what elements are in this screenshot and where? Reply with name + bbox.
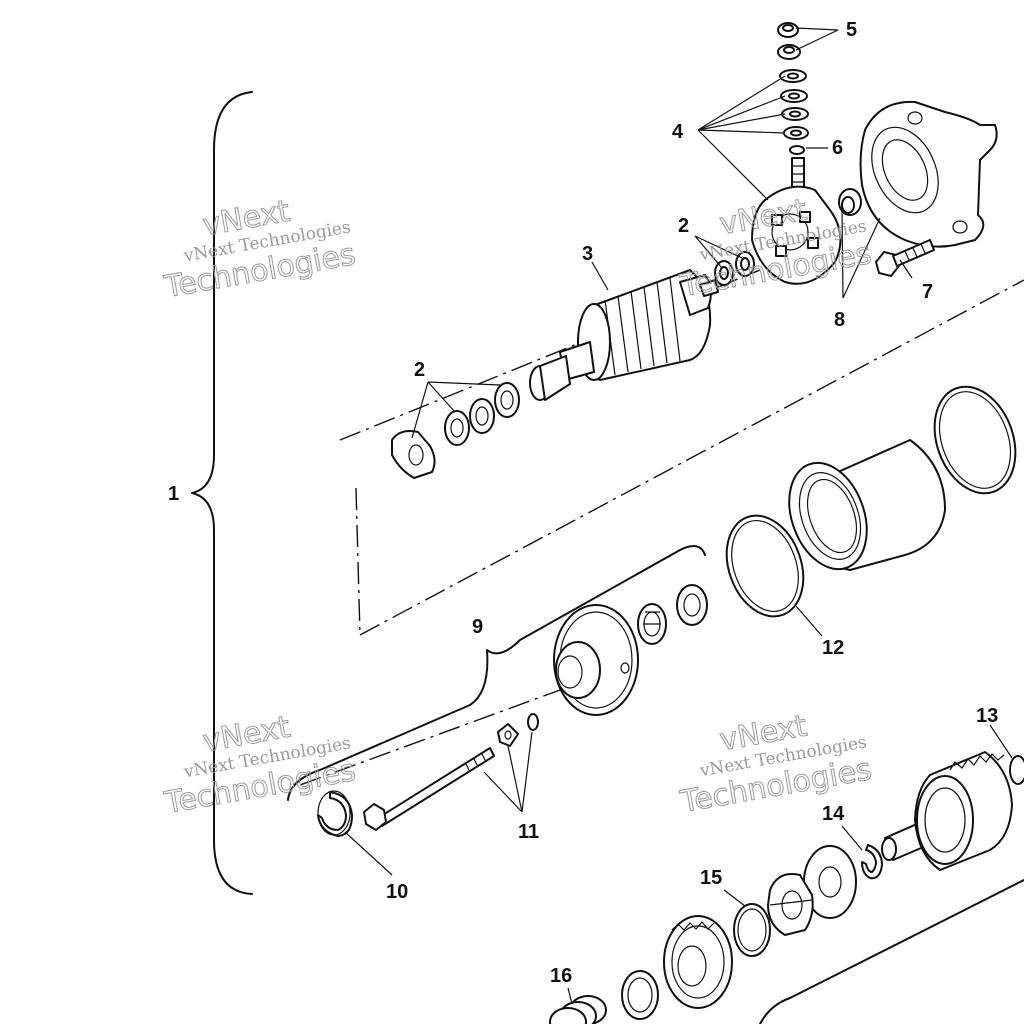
callout-1: 1 [168,483,179,505]
callout-4: 4 [672,121,684,143]
drive-gear-shaft [881,751,1024,871]
washer-set-lower [391,382,520,479]
axis-line-upper [359,279,1024,636]
spring-16 [549,995,607,1024]
axis-line-return [355,487,361,636]
watermark-bottom-left: vNext vNext Technologies Technologies [161,709,359,821]
front-end-cap [553,604,639,716]
callout-5: 5 [846,19,857,41]
watermark-top-left: vNext vNext Technologies Technologies [161,193,359,305]
callout-7: 7 [922,281,933,303]
armature [529,269,719,401]
callout-6: 6 [832,137,843,159]
callout-11: 11 [518,821,539,843]
axis-line-end-cap [299,689,561,786]
bushing [838,188,862,216]
retaining-ring-15 [733,903,771,957]
callout-14: 14 [822,803,845,825]
rear-housing [859,100,998,248]
nut-stack [777,22,809,155]
stop-collar [767,845,857,936]
through-bolt [363,747,495,831]
assembly-bracket [191,91,253,895]
callout-9: 9 [472,616,483,638]
bearing-pair [637,584,708,645]
callout-2-upper: 2 [678,215,689,237]
bolt-washers [497,713,539,747]
snap-ring-14 [861,844,883,880]
callout-15: 15 [700,867,722,889]
pinion-clutch [663,915,733,1009]
group-bracket-9 [287,545,706,801]
group-bracket-drive [759,879,1024,1024]
callout-3: 3 [582,243,593,265]
snap-ring-10 [317,791,353,837]
brush-holder [751,157,842,285]
snap-ring-10-outline [317,790,351,836]
callout-16: 16 [550,965,572,987]
callout-12: 12 [822,637,844,659]
housing-bolt [875,239,935,277]
washer-pair-upper [714,251,755,286]
callout-2-lower: 2 [414,359,425,381]
watermark-bottom-right: vNext vNext Technologies Technologies [677,708,875,821]
o-ring-12 [725,514,805,618]
callout-8: 8 [834,309,845,331]
o-ring-large [933,385,1017,495]
leader-lines [344,27,1013,1005]
callout-13: 13 [976,705,998,727]
o-ring-large-inner [938,391,1012,489]
o-ring-12-inner [731,519,799,613]
retaining-ring-15-inner [737,908,767,952]
callout-10: 10 [386,881,408,903]
sleeve [621,970,659,1020]
yoke [788,439,946,571]
